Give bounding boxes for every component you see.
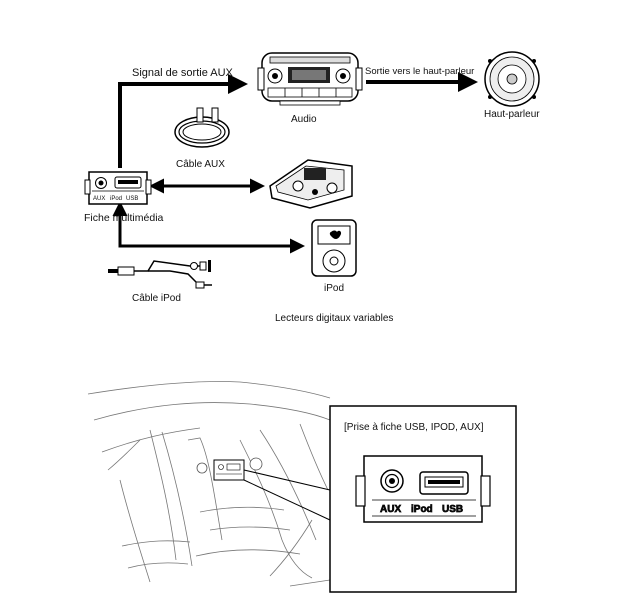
callout-title: [Prise à fiche USB, IPOD, AUX] xyxy=(344,422,484,433)
ipod-cable-icon xyxy=(108,260,212,289)
aux-cable-icon xyxy=(174,107,230,148)
speaker-output-label: Sortie vers le haut-parleur xyxy=(365,66,474,77)
speaker-icon xyxy=(484,51,540,107)
audio-unit-icon xyxy=(257,52,363,106)
speaker-label: Haut-parleur xyxy=(484,109,540,120)
jack-port-aux: AUX xyxy=(93,196,105,202)
dash-jack-small-icon xyxy=(196,457,263,481)
callout-leader-line-2 xyxy=(243,479,331,521)
callout-leader-line xyxy=(243,469,331,491)
aux-signal-label: Signal de sortie AUX xyxy=(132,67,234,79)
ipod-cable-label: Câble iPod xyxy=(132,293,181,304)
aux-signal-line xyxy=(118,74,248,168)
jack-port-ipod: iPod xyxy=(110,196,122,202)
multimedia-jack-icon xyxy=(84,171,152,205)
usb-ipod-aux-jack-icon xyxy=(355,455,491,523)
multimedia-jack-label: Fiche multimédia xyxy=(84,212,164,224)
ipod-connection-line xyxy=(112,201,305,254)
port-label-ipod: iPod xyxy=(411,504,433,515)
port-label-usb: USB xyxy=(442,504,463,515)
audio-label: Audio xyxy=(291,114,317,125)
ipod-label: iPod xyxy=(324,283,344,294)
players-label: Lecteurs digitaux variables xyxy=(275,313,393,324)
jack-port-usb: USB xyxy=(126,196,138,202)
ipod-icon xyxy=(311,219,357,277)
dashboard-illustration xyxy=(87,381,331,587)
digital-player-icon xyxy=(269,159,353,209)
aux-cable-label: Câble AUX xyxy=(176,159,225,170)
port-label-aux: AUX xyxy=(380,504,401,515)
